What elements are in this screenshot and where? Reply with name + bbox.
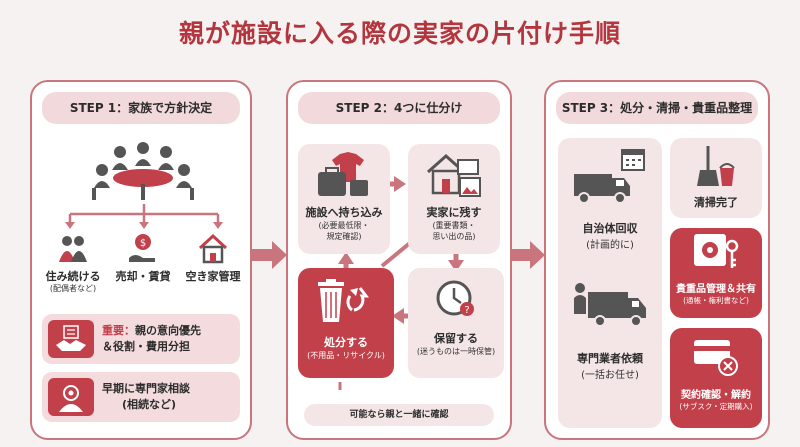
clean-card: 清掃完了: [670, 138, 762, 218]
branch-connector: [65, 204, 223, 229]
arrow-step2-to-step3: [510, 241, 545, 269]
svg-text:$: $: [140, 238, 146, 249]
consult-line1: 早期に専門家相談: [102, 382, 190, 395]
clock-question-icon: ?: [436, 280, 474, 316]
luggage-clothes-icon: [318, 152, 368, 196]
step2-panel: STEP 2：4つに仕分け 施設へ持ち込み (必要最低限・ 規定確認): [286, 80, 512, 440]
contracts-card: 契約確認・解約 (サブスク・定期購入): [670, 328, 762, 428]
family-meeting-icon: [92, 142, 194, 200]
step3-panel: STEP 3：処分・清掃・貴重品整理 自治体回収 (計画的に) 専門業者依頼 (…: [544, 80, 770, 440]
option-vacant-label: 空き家管理: [185, 270, 241, 283]
broom-bucket-icon: [697, 146, 735, 186]
arrow-step1-to-step2: [252, 241, 287, 269]
hold-label: 保留する: [434, 332, 478, 345]
trash-recycle-icon: [318, 279, 369, 322]
house-icon: [198, 233, 228, 264]
consult-icon-bg: [48, 378, 94, 416]
bring-sub2: 規定確認): [326, 232, 362, 241]
clean-label: 清掃完了: [694, 196, 738, 209]
step3-header: STEP 3：処分・清掃・貴重品整理: [556, 92, 758, 124]
svg-text:?: ?: [464, 305, 469, 316]
important-line1: 親の意向優先: [135, 324, 201, 337]
bring-sub1: (必要最低限・: [318, 221, 370, 230]
moving-truck-icon: [574, 283, 646, 327]
important-line2: ＆役割・費用分担: [102, 340, 190, 353]
important-box: 重要：親の意向優先 ＆役割・費用分担: [42, 314, 240, 364]
option-stay-sub: (配偶者など): [49, 284, 97, 293]
option-sell-label: 売却・賃貸: [115, 270, 171, 283]
sorting-cycle-arrows: [338, 176, 464, 390]
confirm-with-parents-note: 可能なら親と一緒に確認: [304, 404, 494, 426]
contractor-label: 専門業者依頼: [577, 352, 643, 365]
municipal-label: 自治体回収: [582, 222, 638, 235]
card-cancel-icon: [694, 340, 738, 376]
hold-card: ? 保留する (迷うものは一時保管): [408, 268, 504, 378]
page-title: 親が施設に入る際の実家の片付け手順: [178, 19, 621, 48]
consult-line2: (相続など): [122, 398, 177, 411]
bring-card: 施設へ持ち込み (必要最低限・ 規定確認): [298, 144, 390, 254]
contracts-label: 契約確認・解約: [681, 390, 751, 401]
valuables-sub: (通帳・権利書など): [683, 296, 749, 305]
dispose-sub: (不用品・リサイクル): [307, 351, 385, 360]
contracts-sub: (サブスク・定期購入): [679, 402, 753, 411]
keep-sub2: 思い出の品): [432, 232, 476, 241]
hold-sub: (迷うものは一時保管): [416, 347, 496, 356]
dispose-label: 処分する: [324, 336, 368, 349]
consult-box: 早期に専門家相談 (相続など): [42, 372, 240, 422]
money-hand-icon: $: [129, 234, 155, 262]
keep-sub1: (重要書類・: [432, 221, 476, 230]
disposal-methods-card: 自治体回収 (計画的に) 専門業者依頼 (一括お任せ): [558, 138, 662, 428]
couple-icon: [59, 236, 87, 262]
house-photo-icon: [427, 153, 481, 197]
handshake-icon: [56, 325, 86, 351]
step1-panel: STEP 1：家族で方針決定 $ 住み続ける (配偶者など) 売却・賃貸 空き家…: [30, 80, 252, 440]
step2-header: STEP 2：4つに仕分け: [298, 92, 500, 124]
option-stay-label: 住み続ける: [45, 270, 101, 283]
contractor-sub: (一括お任せ): [581, 370, 639, 381]
keep-label: 実家に残す: [426, 206, 482, 219]
dispose-card: 処分する (不用品・リサイクル): [298, 268, 394, 378]
advisor-icon: [59, 385, 83, 412]
safe-key-icon: [694, 234, 739, 268]
important-icon-bg: [48, 320, 94, 358]
keep-card: 実家に残す (重要書類・ 思い出の品): [408, 144, 500, 254]
valuables-card: 貴重品管理＆共有 (通帳・権利書など): [670, 228, 762, 318]
garbage-truck-calendar-icon: [574, 149, 645, 204]
important-lead: 重要：: [102, 324, 135, 337]
valuables-label: 貴重品管理＆共有: [676, 284, 756, 295]
bring-label: 施設へ持ち込み: [305, 206, 383, 219]
municipal-sub: (計画的に): [586, 240, 634, 251]
step1-header: STEP 1：家族で方針決定: [42, 92, 240, 124]
